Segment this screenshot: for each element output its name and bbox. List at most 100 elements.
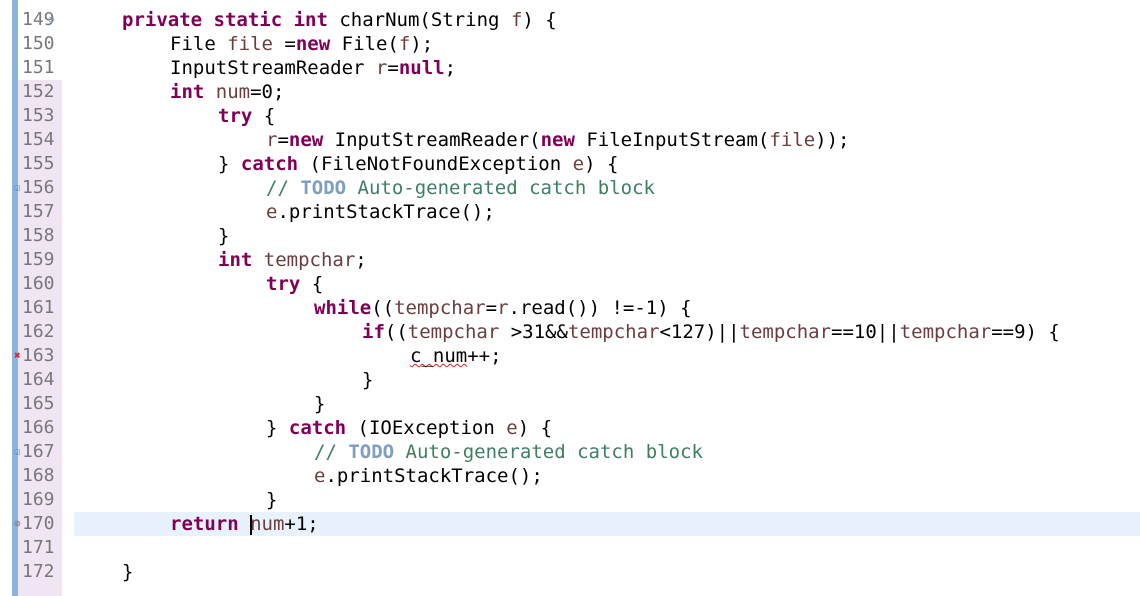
text-caret [250,514,253,535]
code-line[interactable]: private static int charNum(String f) { [122,8,557,32]
code-line[interactable]: } [218,224,229,248]
code-token: tempchar [739,321,832,343]
code-token: ++; [467,345,502,367]
code-line[interactable]: } [266,488,277,512]
code-line[interactable]: } catch (IOException e) { [266,416,552,440]
line-number: 169 [22,489,55,510]
gutter-background [18,0,62,80]
code-line[interactable]: try { [266,272,323,296]
line-number: 170 [22,513,55,534]
code-token: file [769,129,816,151]
code-token: file [227,33,273,55]
code-line[interactable]: e.printStackTrace(); [314,464,543,488]
code-token: new [288,129,324,151]
code-line[interactable]: c_num++; [410,344,502,368]
code-line[interactable]: InputStreamReader r=null; [170,56,456,80]
line-number: 151 [22,57,55,78]
code-line[interactable]: // TODO Auto-generated catch block [314,440,703,464]
code-line[interactable]: try { [218,104,275,128]
code-token: new [540,129,575,151]
code-token: (FileNotFoundException [298,153,573,175]
code-token: catch [240,153,299,175]
code-token: ); [410,33,434,55]
code-token: =0; [250,81,285,103]
code-token: } [218,153,241,175]
code-line[interactable]: e.printStackTrace(); [266,200,495,224]
code-line[interactable]: if((tempchar >31&&tempchar<127)||tempcha… [362,320,1060,344]
code-token: try [266,273,301,295]
code-token: .printStackTrace(); [325,465,543,487]
code-token: ) { [517,417,553,439]
code-token: <127)|| [659,321,740,343]
error-marker-icon[interactable]: ✖ [14,349,21,362]
code-token: e [314,465,326,487]
line-number: 172 [22,561,55,582]
code-token: int [218,249,253,271]
code-token: if [362,321,385,343]
code-token: } [122,561,134,583]
code-token: e [266,201,278,223]
line-number: 149 [22,9,55,30]
code-token: num [215,81,251,103]
line-number: 153 [22,105,55,126]
code-line[interactable]: // TODO Auto-generated catch block [266,176,655,200]
code-token: { [252,105,276,127]
code-line[interactable]: while((tempchar=r.read()) !=-1) { [314,296,692,320]
code-token: File [170,33,228,55]
overview-ruler[interactable] [12,0,18,596]
code-token: r [375,57,388,79]
code-token: r [266,129,278,151]
code-token: tempchar [899,321,992,343]
code-token: e [572,153,585,175]
code-line[interactable]: return num+1; [170,512,319,536]
code-token: } [218,225,230,247]
code-token: f [510,9,523,31]
code-line[interactable]: } [314,392,325,416]
code-token: tempchar [407,321,500,343]
code-line[interactable]: } [362,368,373,392]
breakpoint-marker-icon[interactable]: ⊗ [14,517,21,530]
fold-toggle-icon[interactable]: ⊖ [48,13,55,26]
code-token: ; [444,57,457,79]
line-number: 168 [22,465,55,486]
code-token: File( [330,33,399,55]
line-number-gutter [18,0,62,596]
line-number: 163 [22,345,55,366]
code-token: (IOException [346,417,507,439]
line-number: 159 [22,249,55,270]
code-token: ) { [522,9,557,31]
code-token [239,513,250,535]
code-token [252,249,263,271]
line-number: 164 [22,369,55,390]
code-token: InputStreamReader( [323,129,541,151]
gutter-background-changed [18,80,62,596]
code-token: tempchar [263,249,356,271]
code-token: ) { [584,153,619,175]
line-number: 166 [22,417,55,438]
code-line[interactable]: } catch (FileNotFoundException e) { [218,152,618,176]
code-line[interactable]: int tempchar; [218,248,367,272]
code-token: return [170,513,239,535]
code-token: +1; [284,513,319,535]
code-line[interactable]: File file =new File(f); [170,32,433,56]
vertical-ruler [0,0,11,596]
code-token: Auto-generated catch block [394,441,703,463]
code-token: TODO [300,177,347,199]
code-token: Auto-generated catch block [346,177,655,199]
code-token: (( [384,321,408,343]
task-marker-icon[interactable]: ☑ [14,445,21,458]
code-token: private static int [122,9,340,31]
code-token: TODO [348,441,395,463]
code-line[interactable]: int num=0; [170,80,284,104]
code-token: )); [815,129,850,151]
code-token: FileInputStream( [574,129,770,151]
task-marker-icon[interactable]: ☑ [14,181,21,194]
code-line[interactable]: } [122,560,133,584]
code-token: new [295,33,331,55]
code-token [204,81,215,103]
code-line[interactable]: r=new InputStreamReader(new FileInputStr… [266,128,849,152]
code-token: c_num [410,345,468,367]
code-token: charNum(String [339,9,511,31]
line-number: 150 [22,33,55,54]
